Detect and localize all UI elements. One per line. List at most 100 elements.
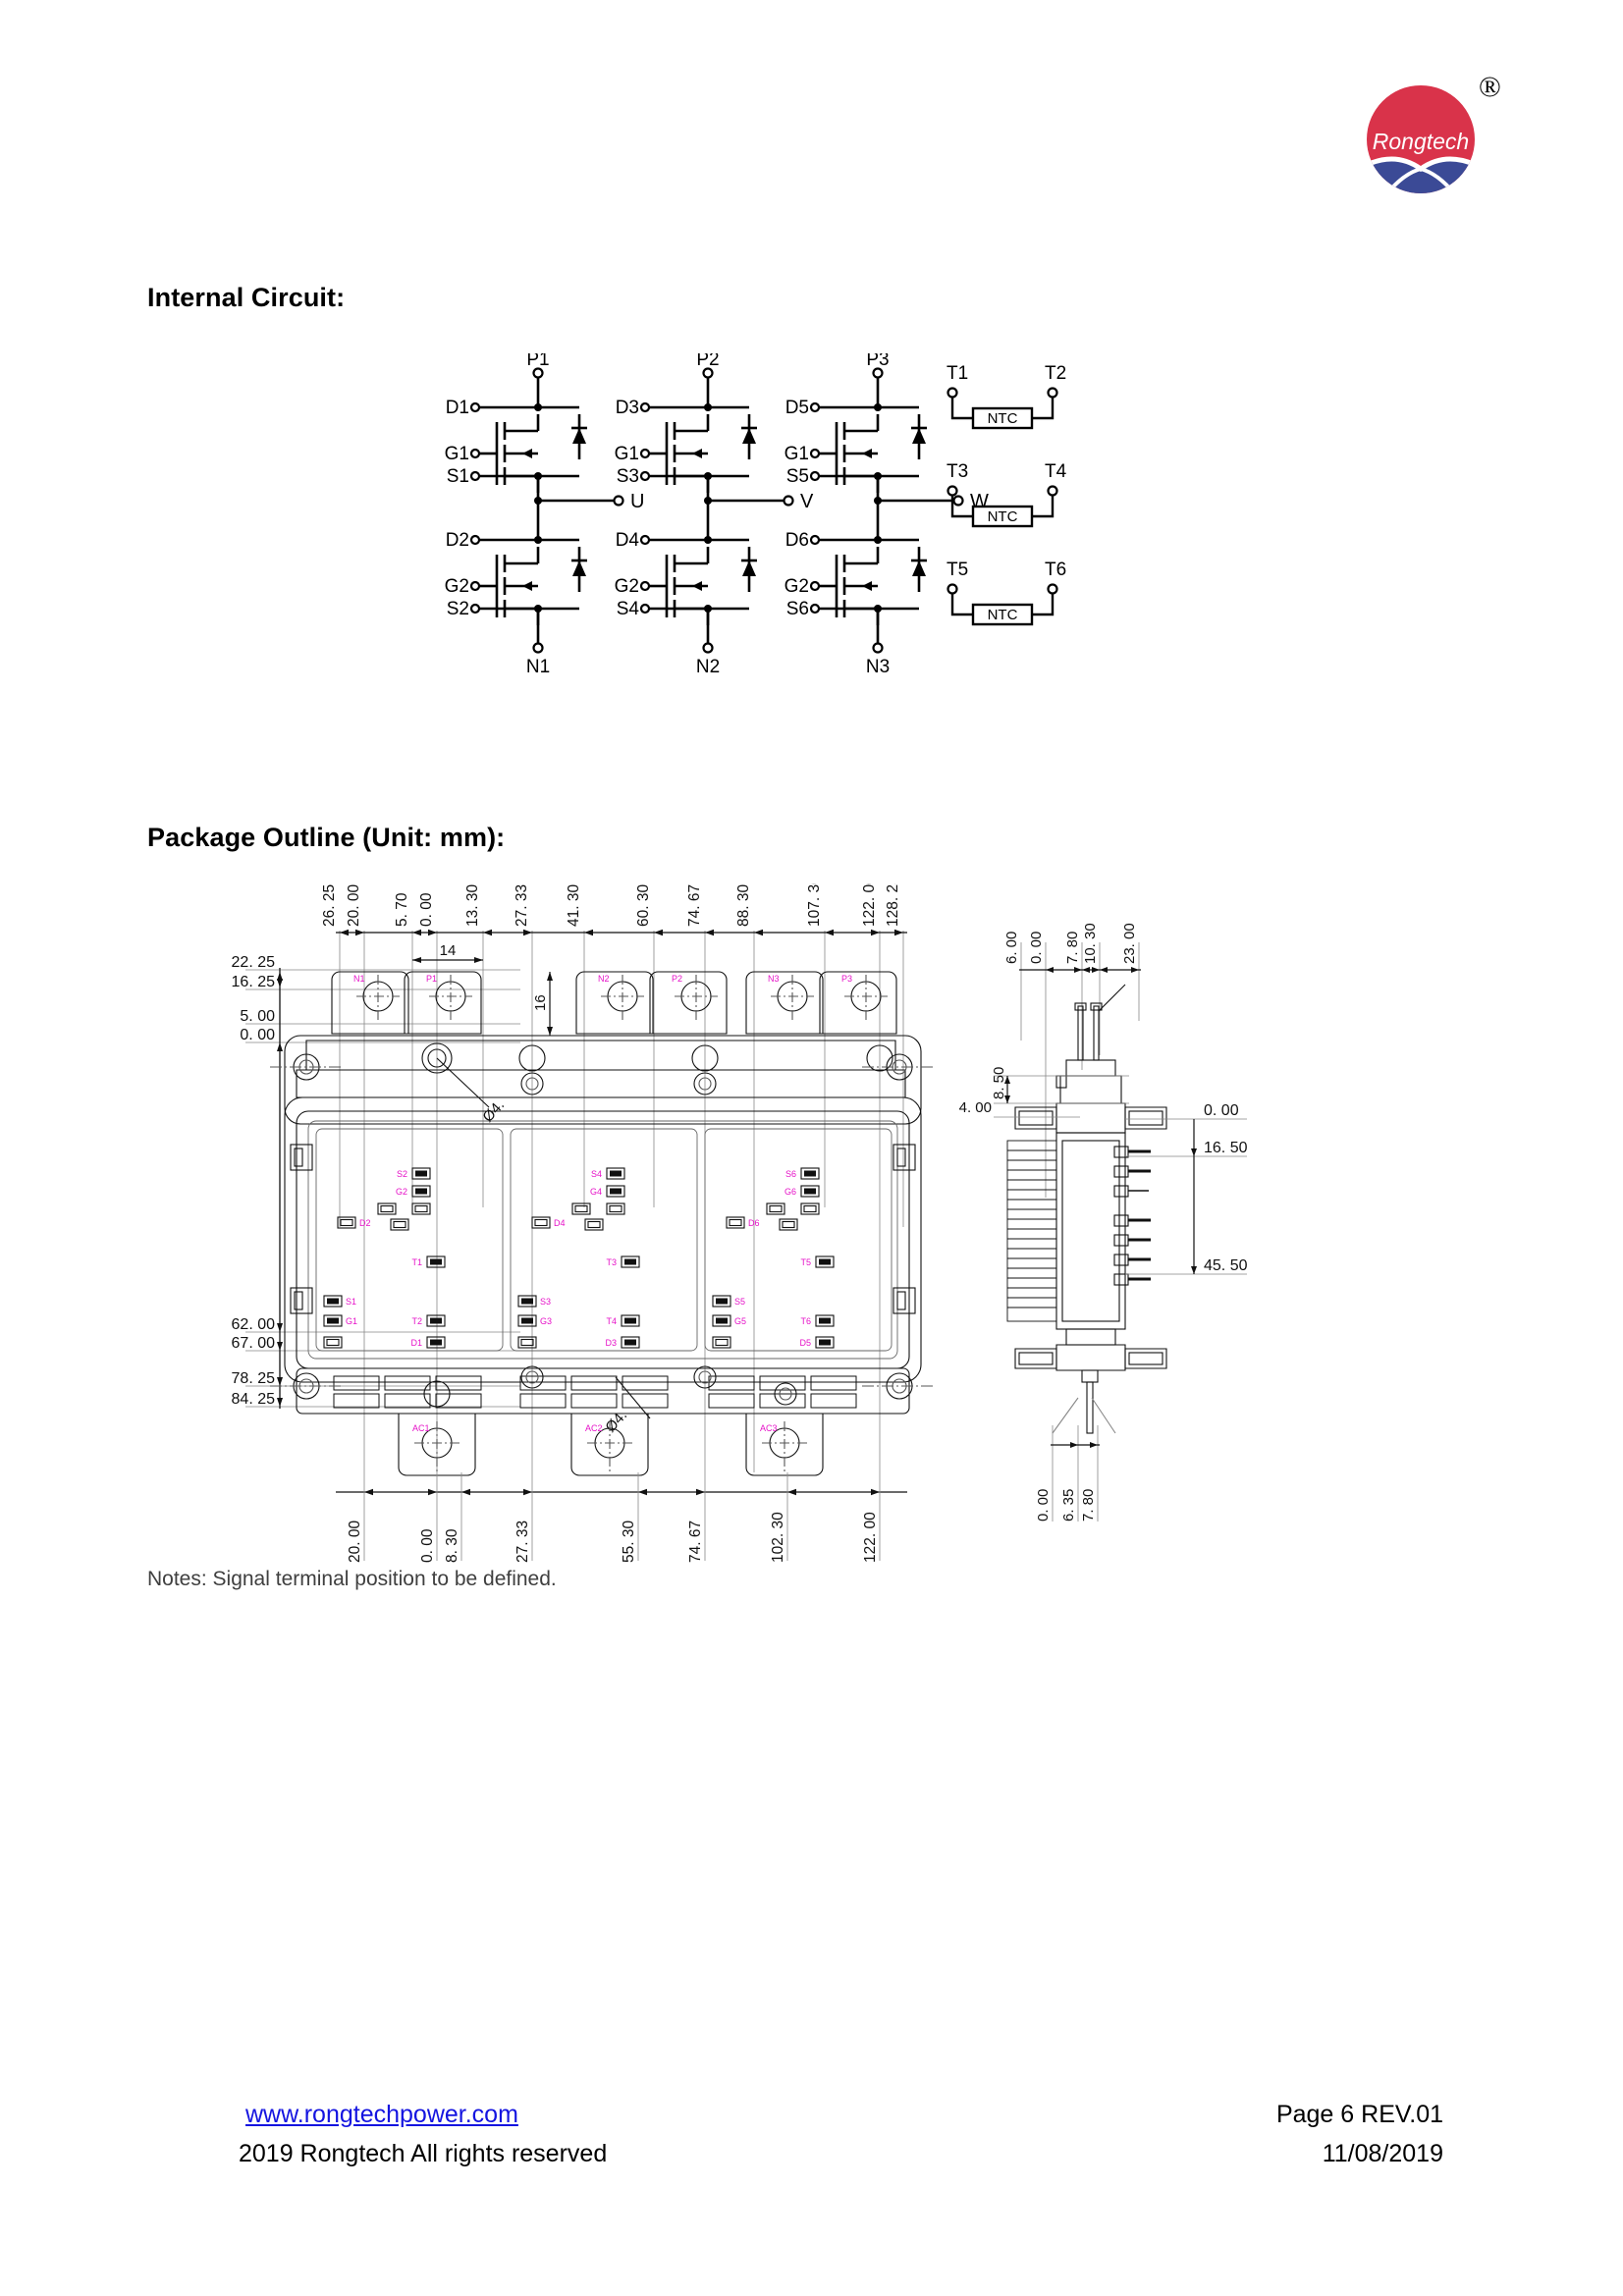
label-s5: S5 [786, 466, 809, 487]
terminal-t2 [1047, 387, 1058, 399]
label-t1: T1 [947, 363, 968, 384]
terminal-d4 [639, 534, 651, 546]
power-terminal-n2: N2 [575, 971, 654, 1035]
top-dim-6: 41. 30 [566, 884, 582, 927]
pad-label-t2: T2 [411, 1316, 422, 1326]
label-g1-high: G1 [445, 444, 469, 464]
power-terminal-n1: N1 [331, 971, 409, 1035]
top-dim-7: 60. 30 [635, 884, 652, 927]
internal-circuit-heading: Internal Circuit: [147, 283, 346, 312]
side-top-dim-2: 7. 80 [1064, 932, 1081, 964]
pad-label-g2: G2 [396, 1187, 407, 1197]
side-top-dim-3: 10. 30 [1082, 923, 1099, 964]
top-dim-10: 107. 30 [806, 883, 823, 927]
left-dim-0: 22. 25 [232, 954, 276, 971]
label-t4: T4 [1045, 461, 1067, 482]
ntc-body-1 [971, 406, 1034, 430]
terminal-label-n3: N3 [768, 974, 780, 984]
registered-trademark-icon: ® [1479, 71, 1501, 103]
pad-label-g3: G3 [540, 1316, 552, 1326]
power-terminal-n3: N3 [745, 971, 824, 1035]
package-outline-heading: Package Outline (Unit: mm): [147, 823, 506, 852]
terminal-u [613, 495, 624, 507]
terminal-s3 [639, 470, 651, 482]
terminal-t6 [1047, 583, 1058, 595]
terminal-v [783, 495, 794, 507]
terminal-d3 [639, 401, 651, 413]
ntc-thermistor-2: T3 T4 NTC [947, 461, 1067, 528]
ntc-body-2 [971, 505, 1034, 528]
label-s4: S4 [617, 599, 640, 619]
label-n1: N1 [526, 657, 550, 677]
label-g1-phase2: G1 [615, 444, 639, 464]
label-v: V [800, 491, 814, 512]
top-dimension-labels: 26. 25 20. 00 5. 70 0. 00 13. 30 27. 33 … [321, 883, 901, 927]
side-body [1006, 1059, 1167, 1434]
side-right-dim-1: 16. 50 [1204, 1140, 1248, 1156]
hole-diameter-callout: Ø4. [436, 1057, 508, 1126]
bottom-dim-5: 74. 67 [687, 1521, 704, 1563]
terminal-g1-high [469, 448, 481, 459]
terminal-label-n1: N1 [353, 974, 365, 984]
bottom-dim-2: 8. 30 [444, 1528, 460, 1563]
left-dim-7: 84. 25 [232, 1391, 276, 1408]
terminal-s4 [639, 603, 651, 614]
page-footer: www.rongtechpower.com 2019 Rongtech All … [0, 2101, 1623, 2209]
page-revision-text: Page 6 REV.01 [1275, 2101, 1443, 2128]
top-dim-0: 26. 25 [321, 884, 338, 927]
pad-label-g6: G6 [784, 1187, 796, 1197]
pad-label-t6: T6 [800, 1316, 811, 1326]
bottom-dim-6: 102. 30 [770, 1512, 786, 1563]
ac-terminal-ac2: AC2 [570, 1413, 649, 1476]
label-d4: D4 [616, 530, 640, 551]
terminal-t5 [947, 583, 958, 595]
bottom-dimension-extension-lines [363, 1472, 881, 1561]
pad-label-t1: T1 [411, 1257, 422, 1267]
label-p2: P2 [696, 353, 719, 370]
left-dim-4: 62. 00 [232, 1316, 276, 1333]
side-bottom-dim-0: 0. 00 [1035, 1489, 1052, 1522]
ntc-thermistor-3: T5 T6 NTC [947, 560, 1066, 626]
label-d2: D2 [446, 530, 469, 551]
signal-group-phase2: S4 G4 D4 T3 S3 G3 T4 [517, 1167, 640, 1349]
side-left-dim-0: 8. 50 [991, 1067, 1007, 1099]
terminal-g1-phase2 [639, 448, 651, 459]
company-website-link[interactable]: www.rongtechpower.com [245, 2101, 518, 2128]
side-top-dimension-labels: 6. 00 0. 00 7. 80 10. 30 23. 00 [1003, 923, 1138, 964]
bottom-dim-3: 27. 33 [514, 1521, 531, 1563]
power-terminal-p2: P2 [649, 971, 728, 1035]
label-u: U [630, 491, 644, 512]
label-s1: S1 [447, 466, 469, 487]
document-date: 11/08/2019 [1322, 2140, 1443, 2167]
pad-label-t3: T3 [606, 1257, 617, 1267]
terminal-label-n2: N2 [598, 974, 610, 984]
left-dimension-labels: 22. 25 16. 25 5. 00 0. 00 62. 00 67. 00 … [232, 954, 276, 1408]
label-d1: D1 [446, 398, 469, 418]
left-dim-1: 16. 25 [232, 974, 276, 990]
terminal-label-ac2: AC2 [585, 1423, 603, 1433]
terminal-label-p1: P1 [426, 974, 437, 984]
pad-label-d1: D1 [410, 1338, 422, 1348]
label-n3: N3 [866, 657, 890, 677]
phase-v-circuit: P2 D3 G1 S3 V D4 [615, 353, 814, 677]
bottom-dimension-arrows [364, 1488, 880, 1496]
side-top-dim-0: 6. 00 [1003, 932, 1020, 964]
pad-label-d5: D5 [799, 1338, 811, 1348]
label-g1-phase3: G1 [784, 444, 809, 464]
terminal-s5 [809, 470, 821, 482]
pad-label-g4: G4 [590, 1187, 602, 1197]
left-dim-3: 0. 00 [240, 1027, 275, 1043]
label-p3: P3 [866, 353, 889, 370]
signal-group-phase1: S2 G2 D2 T1 S1 G1 T2 [323, 1167, 446, 1349]
pad-label-d6: D6 [748, 1218, 760, 1228]
pad-label-d2: D2 [359, 1218, 371, 1228]
terminal-t1 [947, 387, 958, 399]
terminal-w [952, 495, 964, 507]
bottom-dimension-labels: 20. 00 0. 00 8. 30 27. 33 55. 30 74. 67 … [347, 1512, 879, 1563]
inline-dim-16-label: 16 [532, 994, 549, 1011]
terminal-d2 [469, 534, 481, 546]
label-d5: D5 [785, 398, 809, 418]
left-dimension-arrows [277, 972, 283, 1407]
power-terminal-p3: P3 [819, 971, 897, 1035]
